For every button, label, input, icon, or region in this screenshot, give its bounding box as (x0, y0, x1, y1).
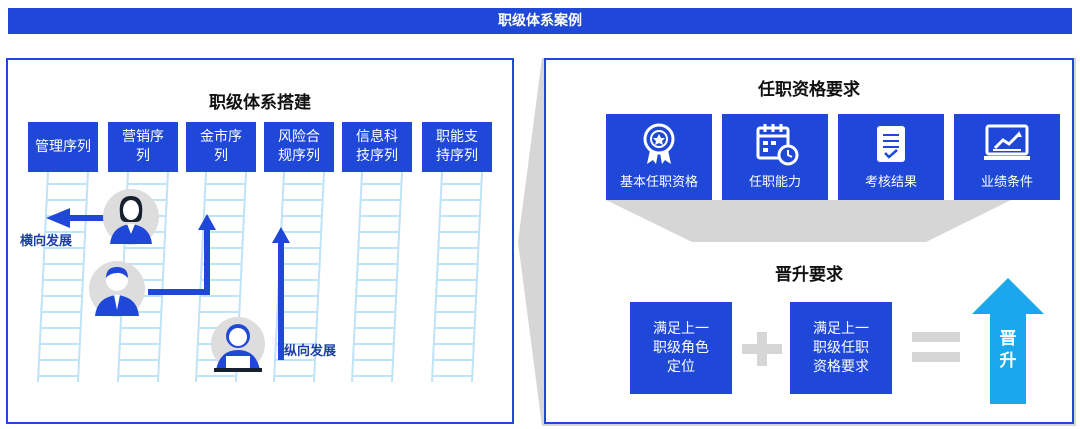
req-performance: 业绩条件 (954, 114, 1060, 200)
promotion-title: 晋升要求 (775, 265, 843, 285)
req-performance-label: 业绩条件 (980, 175, 1033, 190)
award-badge-icon (643, 123, 675, 164)
vertical-development-label: 纵向发展 (284, 344, 337, 359)
promotion-condition-role: 满足上一 职级角色 定位 (630, 302, 732, 394)
req-competency-label: 任职能力 (748, 175, 801, 190)
requirements-panel: 任职资格要求 基本任职资格 任职能力 (544, 58, 1074, 424)
req-assessment: 考核结果 (838, 114, 944, 200)
monitor-chart-icon (984, 124, 1030, 160)
horizontal-development-label: 横向发展 (20, 234, 73, 249)
sequence-it: 信息科 技序列 (342, 122, 412, 172)
sequence-management: 管理序列 (28, 122, 98, 172)
sequence-marketing: 营销序 列 (108, 122, 178, 172)
req-assessment-label: 考核结果 (864, 175, 917, 190)
req-basic-label: 基本任职资格 (619, 175, 698, 190)
promotion-up-arrow (972, 278, 1044, 404)
female-employee-icon (103, 189, 159, 245)
clipboard-check-icon (877, 126, 905, 162)
qualification-title: 任职资格要求 (758, 80, 860, 100)
sequence-finance-market: 金市序 列 (186, 122, 256, 172)
worker-laptop-icon (211, 317, 265, 372)
funnel-shape (606, 200, 1011, 242)
req-basic-qualification: 基本任职资格 (606, 114, 712, 200)
page-title: 职级体系案例 (8, 8, 1072, 34)
career-ladder-panel: 职级体系搭建 管理序列 营销序 列 金市序 列 风险合 规序列 信息科 技序列 … (6, 58, 514, 424)
male-employee-icon (89, 261, 145, 317)
ladder-title: 职级体系搭建 (209, 93, 311, 113)
sequence-risk-compliance: 风险合 规序列 (264, 122, 334, 172)
promotion-result-label: 晋 升 (999, 329, 1017, 371)
calendar-clock-icon (756, 124, 799, 166)
req-competency: 任职能力 (722, 114, 828, 200)
equals-icon (912, 332, 960, 362)
sequence-support: 职能支 持序列 (422, 122, 492, 172)
plus-icon (742, 332, 782, 366)
promotion-condition-qualification: 满足上一 职级任职 资格要求 (790, 302, 892, 394)
